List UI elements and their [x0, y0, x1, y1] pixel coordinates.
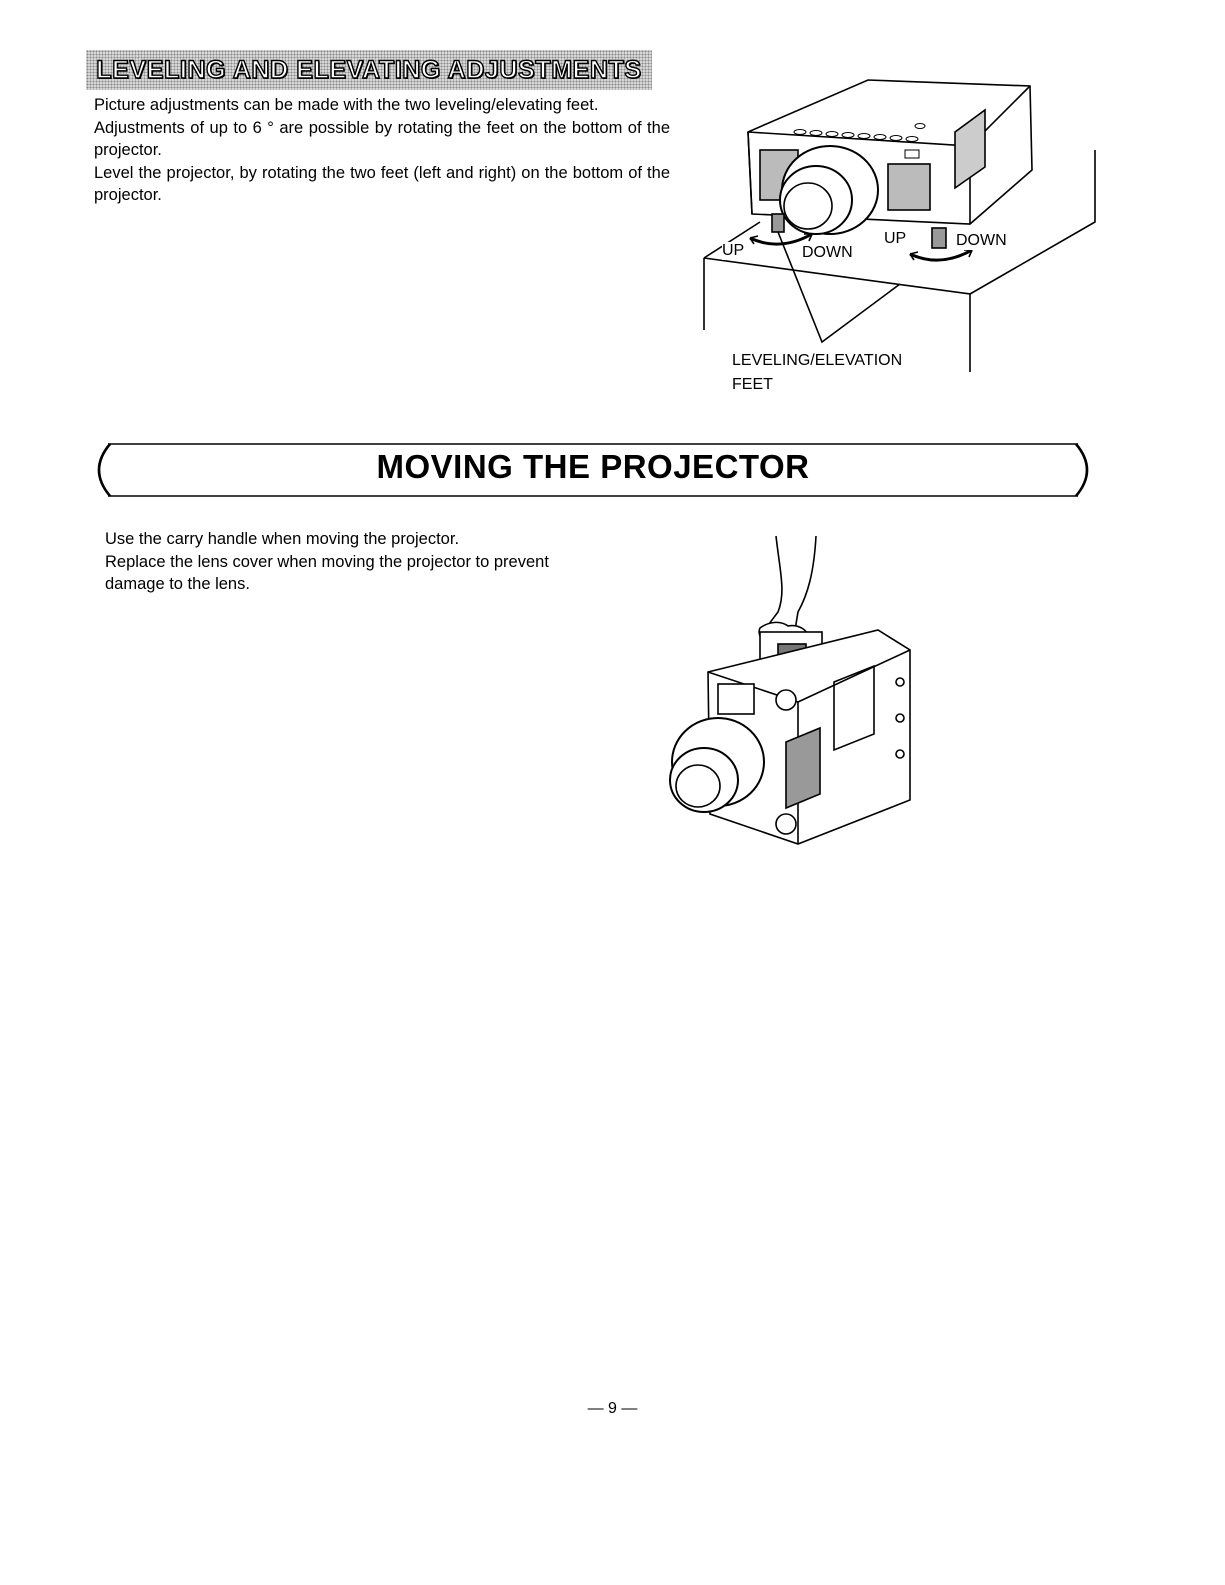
- leveling-sentence-3: Level the projector, by rotating the two…: [94, 163, 670, 205]
- left-down-label: DOWN: [802, 244, 853, 262]
- carry-figure: [648, 532, 920, 850]
- projector-on-table-illustration: [703, 79, 1096, 372]
- right-down-label: DOWN: [956, 232, 1007, 250]
- moving-sentence-1: Use the carry handle when moving the pro…: [105, 530, 460, 548]
- right-up-label: UP: [884, 230, 907, 248]
- feet-caption-line2: FEET: [732, 376, 773, 394]
- leveling-paragraph: Picture adjustments can be made with the…: [94, 94, 670, 207]
- leveling-figure: UP DOWN UP DOWN LEVELING/ELEVATION FEET: [700, 72, 1100, 404]
- feet-caption-line1: LEVELING/ELEVATION: [732, 352, 903, 370]
- moving-paragraph: Use the carry handle when moving the pro…: [105, 528, 585, 596]
- leveling-sentence-1: Picture adjustments can be made with the…: [94, 96, 599, 114]
- moving-heading-frame: [97, 443, 1089, 497]
- left-up-label: UP: [722, 242, 745, 260]
- leveling-heading-text: LEVELING AND ELEVATING ADJUSTMENTS: [96, 55, 642, 84]
- projector-carry-handle-illustration: [669, 535, 911, 845]
- moving-sentence-2: Replace the lens cover when moving the p…: [105, 552, 549, 594]
- leveling-heading: LEVELING AND ELEVATING ADJUSTMENTS: [86, 50, 652, 90]
- moving-heading: MOVING THE PROJECTOR: [376, 448, 810, 485]
- page-number: — 9 —: [587, 1400, 638, 1417]
- leveling-sentence-2: Adjustments of up to 6 ° are possible by…: [94, 118, 670, 160]
